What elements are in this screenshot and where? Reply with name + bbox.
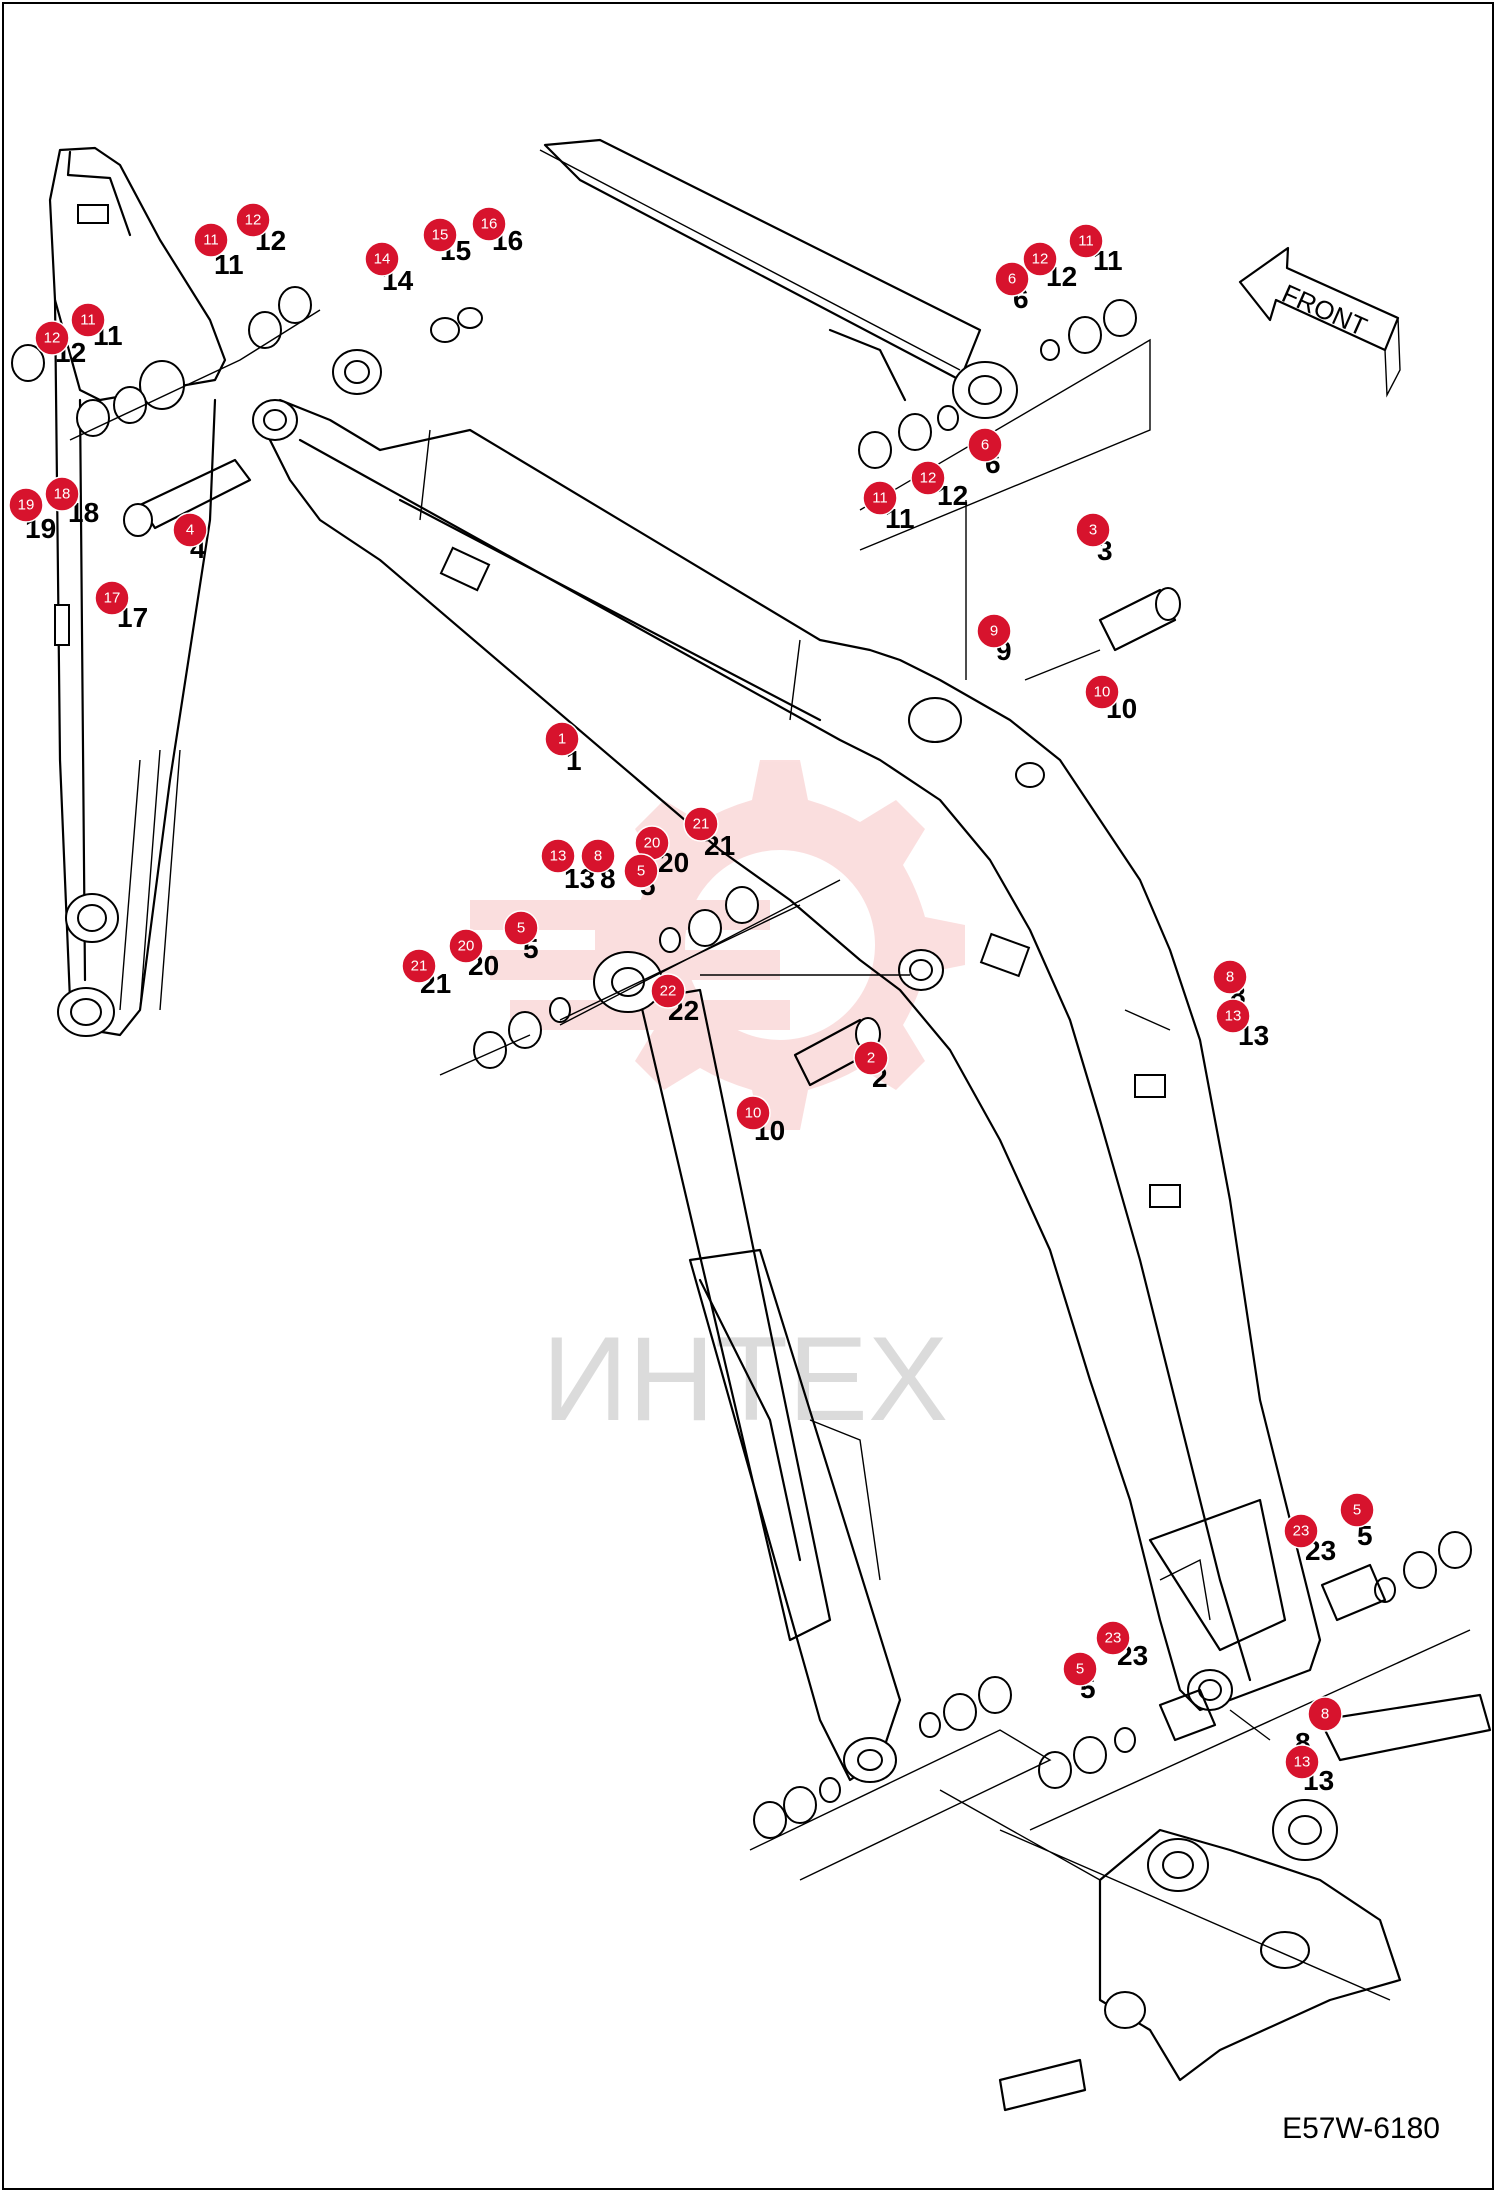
callout-8[interactable]: 8 <box>1307 1696 1343 1732</box>
callout-14[interactable]: 14 <box>364 241 400 277</box>
svg-text:8: 8 <box>1321 1706 1329 1723</box>
callout-9[interactable]: 9 <box>976 613 1012 649</box>
callout-22[interactable]: 22 <box>650 973 686 1009</box>
svg-text:21: 21 <box>411 958 428 975</box>
callout-13[interactable]: 13 <box>1215 998 1251 1034</box>
svg-text:20: 20 <box>644 835 661 852</box>
svg-text:12: 12 <box>44 330 61 347</box>
svg-text:11: 11 <box>872 490 888 507</box>
svg-text:8: 8 <box>1226 969 1234 986</box>
svg-text:23: 23 <box>1105 1630 1122 1647</box>
svg-text:12: 12 <box>245 212 262 229</box>
callout-10[interactable]: 10 <box>735 1095 771 1131</box>
callout-12[interactable]: 12 <box>34 320 70 356</box>
callout-21[interactable]: 21 <box>401 948 437 984</box>
swing-bracket <box>11 146 227 1037</box>
svg-text:17: 17 <box>104 590 121 607</box>
callout-16[interactable]: 16 <box>471 206 507 242</box>
callout-6[interactable]: 6 <box>967 427 1003 463</box>
svg-text:11: 11 <box>203 232 219 249</box>
callout-12[interactable]: 12 <box>910 460 946 496</box>
svg-text:5: 5 <box>1353 1502 1361 1519</box>
svg-text:13: 13 <box>1294 1754 1311 1771</box>
callout-15[interactable]: 15 <box>422 217 458 253</box>
callout-21[interactable]: 21 <box>683 806 719 842</box>
boom <box>252 349 1322 1712</box>
svg-text:15: 15 <box>432 227 449 244</box>
front-direction-arrow: FRONT <box>1238 246 1401 398</box>
svg-text:5: 5 <box>637 863 645 880</box>
svg-text:10: 10 <box>1094 684 1111 701</box>
callout-4[interactable]: 4 <box>172 512 208 548</box>
callout-12[interactable]: 12 <box>235 202 271 238</box>
callout-19[interactable]: 19 <box>8 487 44 523</box>
callout-6[interactable]: 6 <box>994 261 1030 297</box>
svg-text:2: 2 <box>867 1050 875 1067</box>
callout-5[interactable]: 5 <box>1339 1492 1375 1528</box>
callout-13[interactable]: 13 <box>540 838 576 874</box>
svg-text:11: 11 <box>80 312 96 329</box>
watermark-text: ИНТЕХ <box>542 1312 948 1446</box>
svg-text:23: 23 <box>1293 1523 1310 1540</box>
svg-text:6: 6 <box>981 437 989 454</box>
callout-5[interactable]: 5 <box>1062 1651 1098 1687</box>
svg-text:14: 14 <box>374 251 391 268</box>
svg-text:20: 20 <box>458 938 475 955</box>
svg-text:4: 4 <box>186 522 194 539</box>
part-labels: 11 12 12 11 14 15 16 19 18 4 17 6 12 11 … <box>25 225 1373 1796</box>
front-label: FRONT <box>1278 278 1372 342</box>
callout-12[interactable]: 12 <box>1022 241 1058 277</box>
callout-10[interactable]: 10 <box>1084 674 1120 710</box>
callout-17[interactable]: 17 <box>94 580 130 616</box>
callout-11[interactable]: 11 <box>1068 223 1104 259</box>
callout-11[interactable]: 11 <box>70 302 106 338</box>
svg-text:12: 12 <box>920 470 937 487</box>
callout-8[interactable]: 8 <box>1212 959 1248 995</box>
callout-13[interactable]: 13 <box>1284 1744 1320 1780</box>
callout-8[interactable]: 8 <box>580 838 616 874</box>
callout-11[interactable]: 11 <box>862 480 898 516</box>
callout-5[interactable]: 5 <box>623 853 659 889</box>
callout-1[interactable]: 1 <box>544 721 580 757</box>
callout-3[interactable]: 3 <box>1075 512 1111 548</box>
svg-text:21: 21 <box>693 816 710 833</box>
callout-18[interactable]: 18 <box>44 476 80 512</box>
svg-text:3: 3 <box>1089 522 1097 539</box>
svg-text:6: 6 <box>1008 271 1016 288</box>
svg-text:9: 9 <box>990 623 998 640</box>
callout-2[interactable]: 2 <box>853 1040 889 1076</box>
svg-text:19: 19 <box>18 497 35 514</box>
svg-text:13: 13 <box>550 848 567 865</box>
svg-text:12: 12 <box>1032 251 1049 268</box>
svg-text:8: 8 <box>594 848 602 865</box>
svg-text:18: 18 <box>54 486 71 503</box>
svg-text:11: 11 <box>1078 233 1094 250</box>
leader-lines <box>69 309 1471 2001</box>
callout-11[interactable]: 11 <box>193 222 229 258</box>
svg-text:13: 13 <box>1225 1008 1242 1025</box>
callout-23[interactable]: 23 <box>1095 1620 1131 1656</box>
svg-text:5: 5 <box>1076 1661 1084 1678</box>
callouts: 11 12 12 11 14 15 16 19 18 4 17 6 12 11 … <box>8 202 1375 1780</box>
svg-text:1: 1 <box>558 731 566 748</box>
svg-text:22: 22 <box>660 983 677 1000</box>
svg-text:5: 5 <box>517 920 525 937</box>
callout-23[interactable]: 23 <box>1283 1513 1319 1549</box>
pins <box>123 458 1387 1742</box>
callout-20[interactable]: 20 <box>448 928 484 964</box>
callout-5[interactable]: 5 <box>503 910 539 946</box>
arm-cylinder <box>539 138 1018 419</box>
part-label: 5 <box>1357 1520 1373 1551</box>
svg-text:16: 16 <box>481 216 498 233</box>
washers <box>76 286 1472 1839</box>
drawing-code: E57W-6180 <box>1282 2112 1440 2145</box>
svg-text:10: 10 <box>745 1105 762 1122</box>
